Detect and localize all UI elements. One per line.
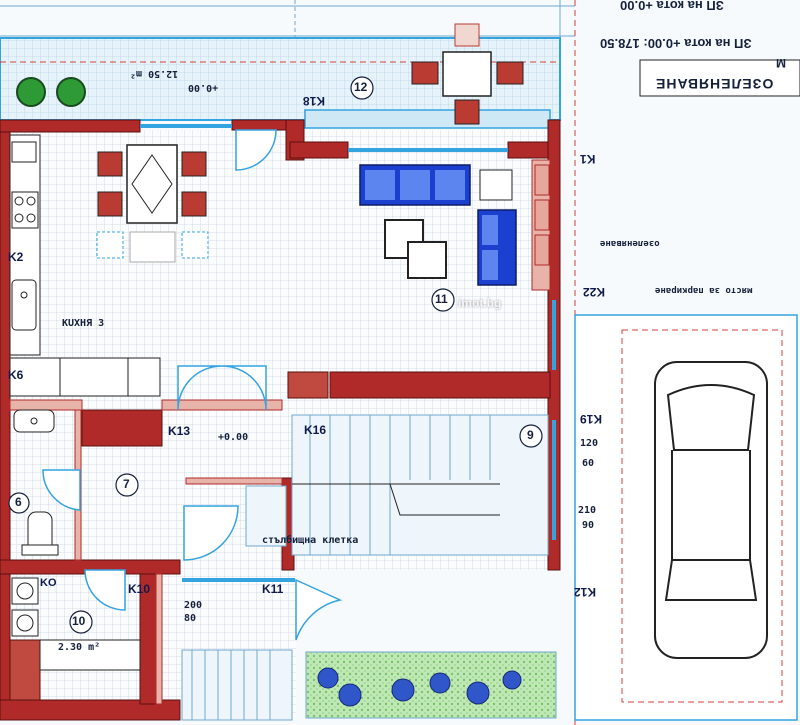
legend-box: [639, 59, 800, 97]
windows: [140, 124, 556, 582]
toilet-icon: [21, 511, 59, 556]
wall-cabinets: [534, 164, 550, 266]
room-markers: [8, 76, 543, 634]
car-icon: [654, 361, 768, 659]
plant-icon: [16, 77, 46, 107]
sink-icon: [13, 409, 55, 433]
bath-fixture-icons: [11, 577, 141, 671]
stove-icon: [11, 191, 39, 229]
sink-icon: [11, 279, 37, 331]
terrace-railing: [304, 109, 551, 129]
door-swing-icon: [42, 129, 343, 641]
terrace-table-icon: [411, 23, 524, 125]
walls: [0, 119, 561, 721]
kitchen-counter: [9, 134, 161, 397]
dining-table-icon: [96, 144, 209, 263]
sofa-icon: [359, 164, 517, 286]
plant-icon: [56, 77, 86, 107]
stair-icon: [245, 414, 549, 556]
entrance-steps: [181, 649, 293, 721]
shrubs: [317, 667, 522, 707]
